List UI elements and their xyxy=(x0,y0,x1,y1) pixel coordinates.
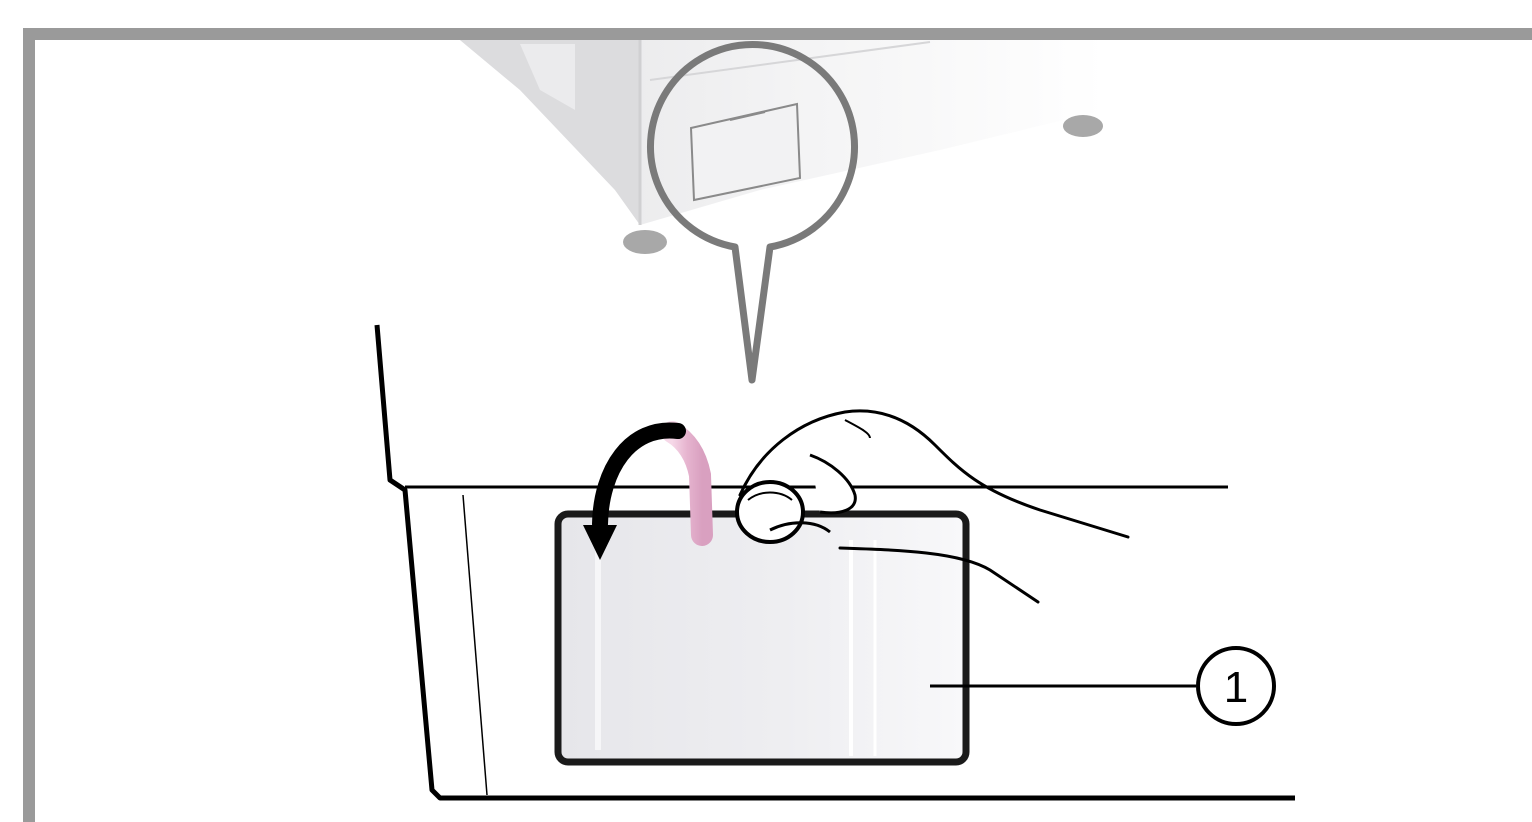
hose-cap xyxy=(737,482,803,542)
appliance-foot-left xyxy=(623,230,667,254)
callout-number: 1 xyxy=(1224,663,1248,712)
appliance-foot-right xyxy=(1063,115,1103,137)
